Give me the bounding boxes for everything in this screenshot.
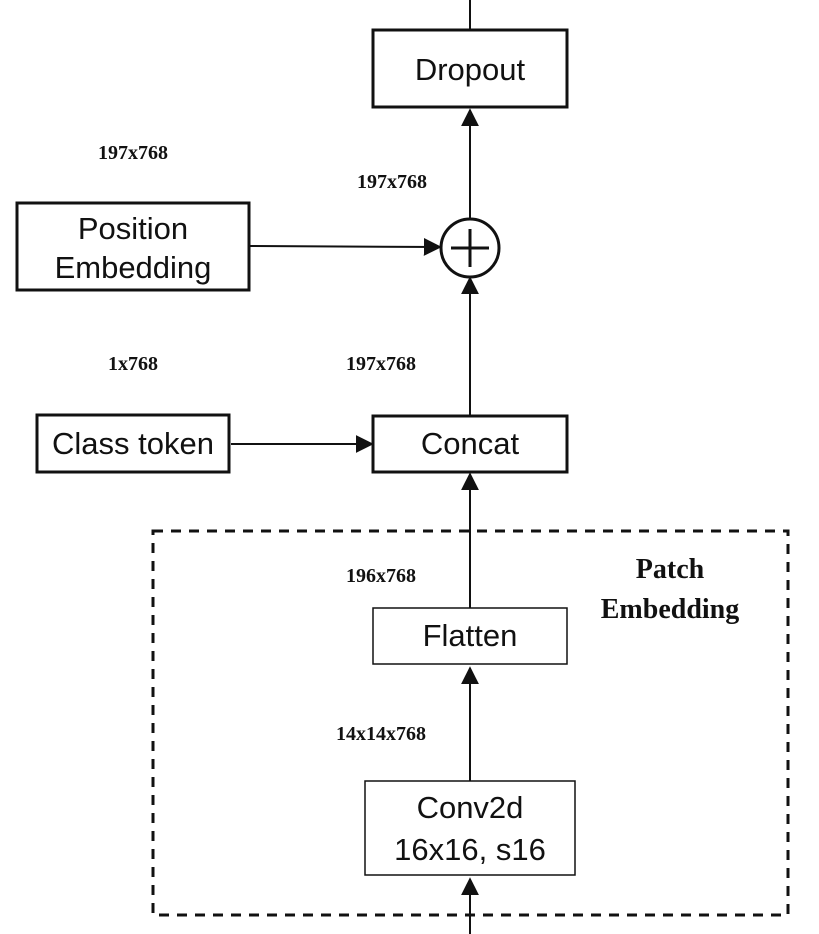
patch-embedding-title-line2: Embedding	[601, 594, 740, 625]
conv2d-label-line1: Conv2d	[417, 790, 524, 825]
flatten-label: Flatten	[423, 618, 518, 653]
dim-conv-to-flatten: 14x14x768	[336, 723, 426, 745]
position-to-add-arrow	[248, 237, 442, 256]
class-token-label: Class token	[52, 426, 214, 461]
dim-position-embedding: 197x768	[98, 142, 168, 164]
dim-class-token: 1x768	[108, 353, 158, 375]
patch-embedding-title-line1: Patch	[636, 554, 705, 585]
concat-label: Concat	[421, 426, 520, 461]
dim-add-to-dropout: 197x768	[357, 171, 427, 193]
dropout-label: Dropout	[415, 52, 526, 87]
position-embedding-box	[15, 201, 251, 292]
dropout-box	[371, 28, 569, 109]
position-embedding-label-line2: Embedding	[55, 250, 212, 285]
concat-box	[371, 414, 569, 474]
dim-flatten-to-concat: 196x768	[346, 565, 416, 587]
conv2d-box	[364, 780, 576, 876]
conv2d-label-line2: 16x16, s16	[394, 832, 546, 867]
dim-concat-to-add: 197x768	[346, 353, 416, 375]
flatten-box	[372, 607, 568, 665]
class-token-box	[35, 413, 231, 474]
position-embedding-label-line1: Position	[78, 211, 188, 246]
